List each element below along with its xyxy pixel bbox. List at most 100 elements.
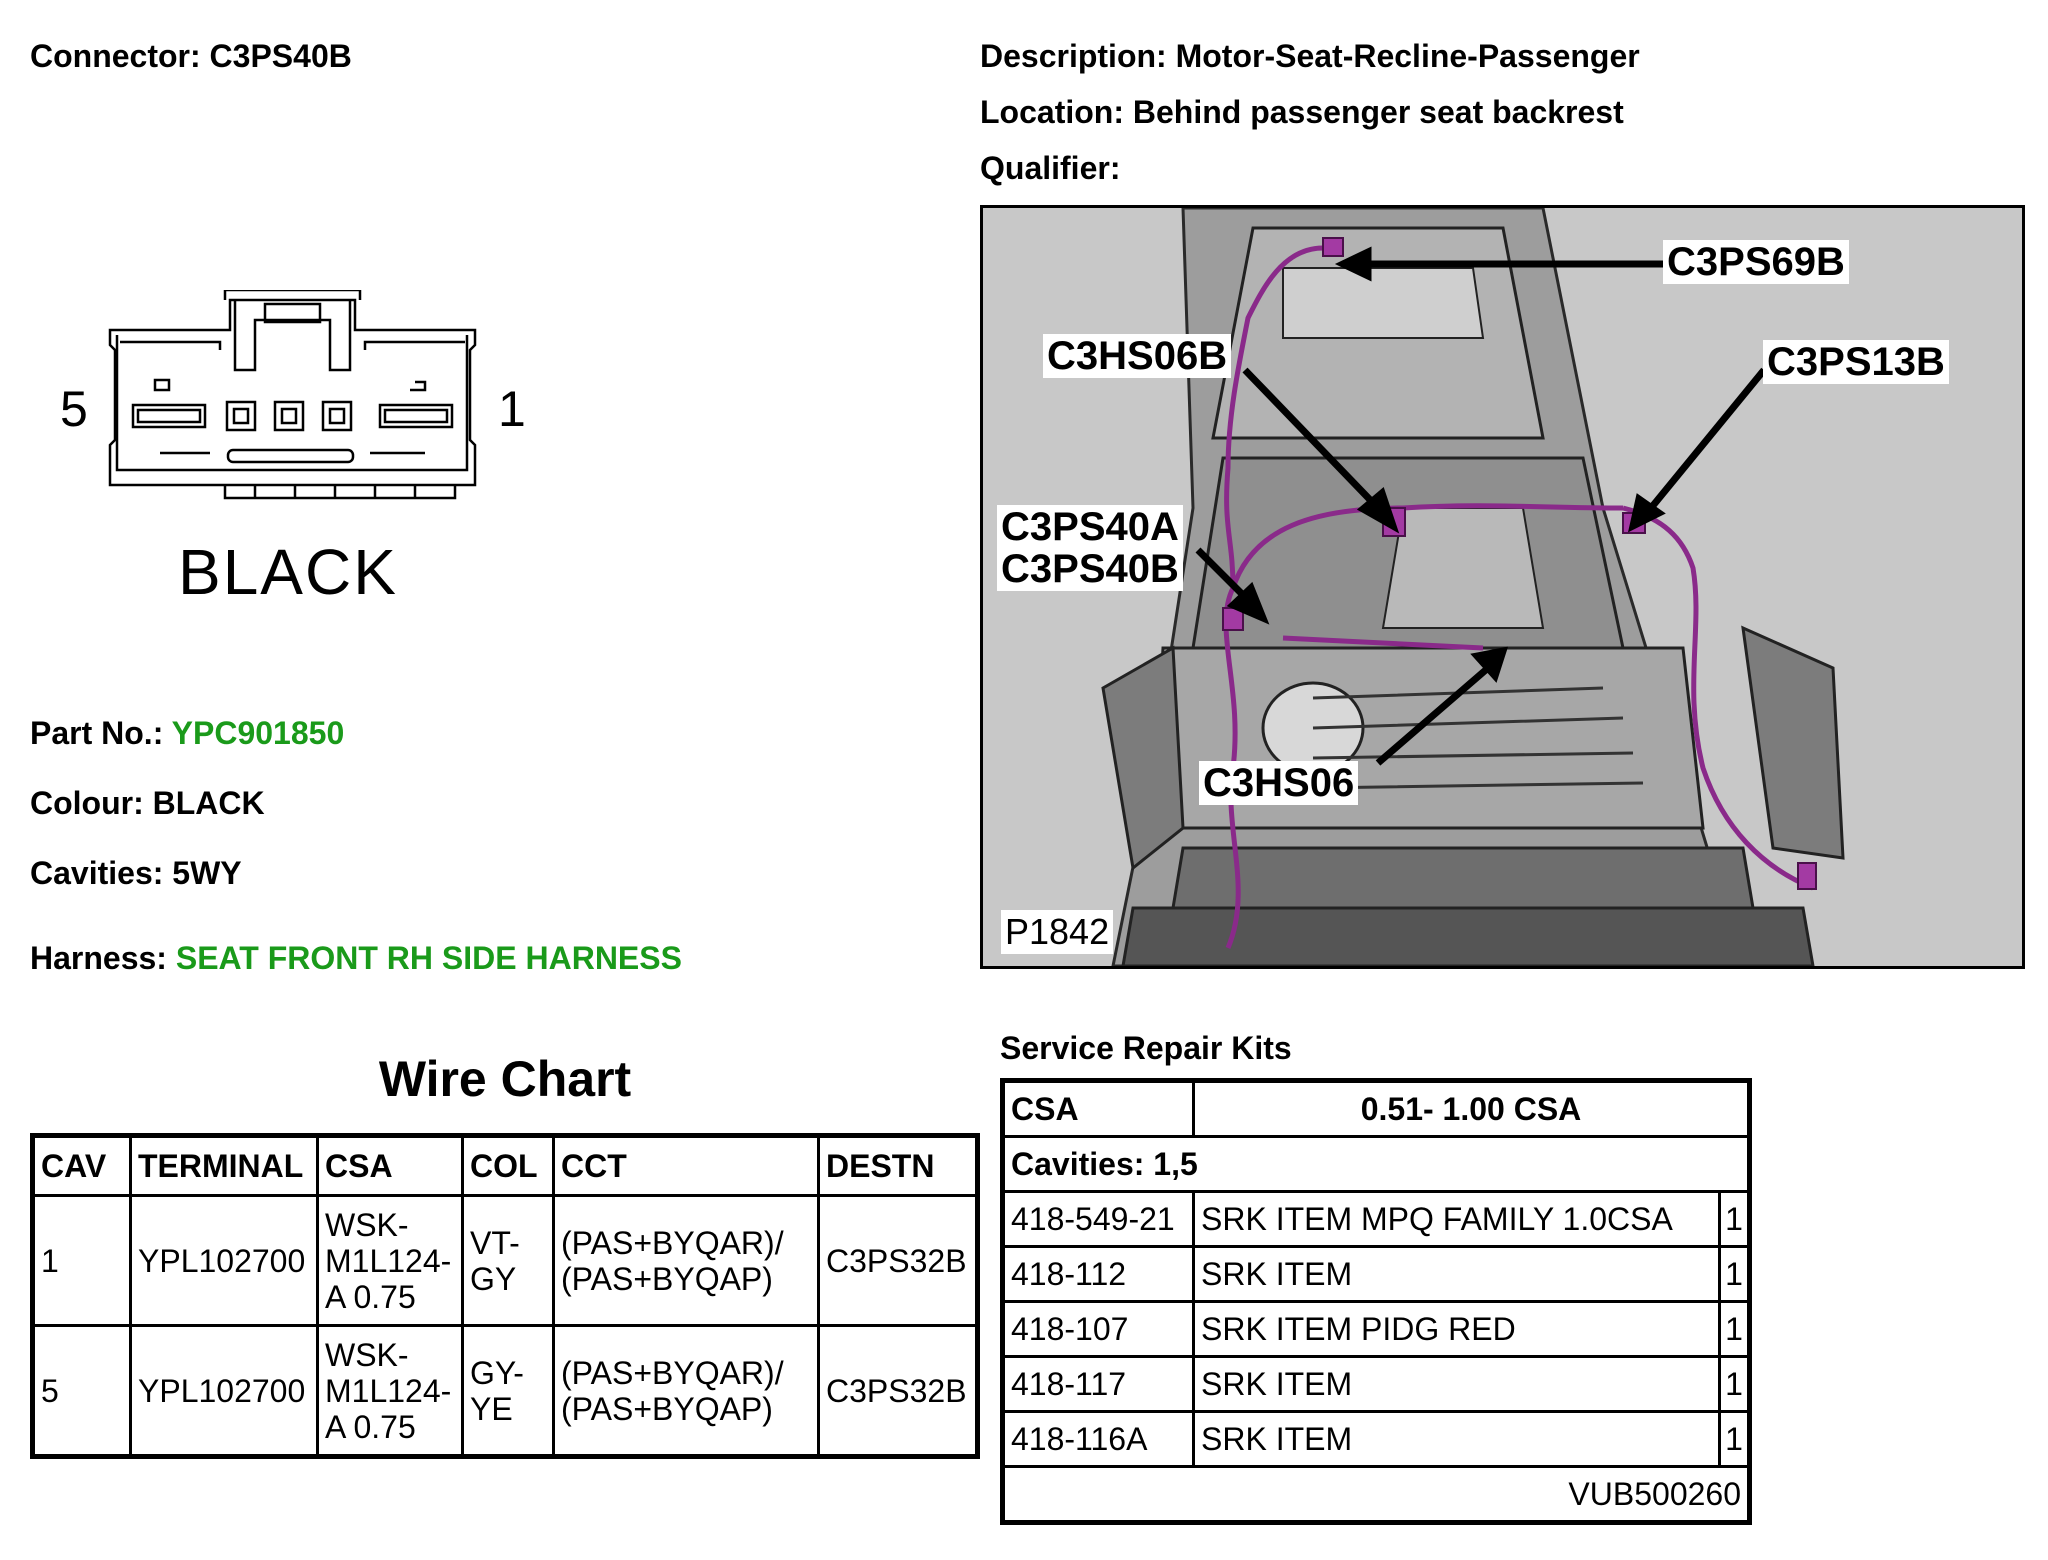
terminal-cell: YPL102700 (129, 1194, 319, 1327)
location-photo: C3PS69B C3HS06B C3PS13B C3PS40A C3PS40B … (980, 205, 2025, 969)
col-line: VT- (470, 1224, 520, 1261)
cavities-label: Cavities: (30, 855, 164, 891)
table-row: 418-107 SRK ITEM PIDG RED 1 (1001, 1300, 1751, 1358)
callout-c3ps40a: C3PS40A (997, 505, 1183, 549)
srk-header-row: CSA 0.51- 1.00 CSA (1001, 1079, 1751, 1138)
srk-footer-row: VUB500260 (1001, 1465, 1751, 1524)
col-line: GY- (470, 1354, 524, 1391)
cct-cell: (PAS+BYQAR)/ (PAS+BYQAP) (552, 1194, 820, 1327)
cct-cell: (PAS+BYQAR)/ (PAS+BYQAP) (552, 1324, 820, 1458)
wire-chart-table: CAV TERMINAL CSA COL CCT DESTN 1 YPL1027… (30, 1133, 980, 1459)
callout-c3hs06b: C3HS06B (1043, 334, 1232, 378)
srk-code: 418-112 (1001, 1245, 1195, 1303)
srk-code: 418-549-21 (1001, 1190, 1195, 1248)
wire-chart-header-row: CAV TERMINAL CSA COL CCT DESTN (31, 1134, 979, 1197)
csa-line: A 0.75 (325, 1408, 416, 1445)
srk-qty: 1 (1718, 1355, 1751, 1413)
csa-cell: WSK- M1L124- A 0.75 (316, 1324, 464, 1458)
csa-line: A 0.75 (325, 1278, 416, 1315)
col-cell: GY- YE (461, 1324, 555, 1458)
callout-c3ps40b: C3PS40B (997, 547, 1183, 591)
csa-line: WSK- (325, 1206, 409, 1243)
col-line: YE (470, 1390, 513, 1427)
table-row: 418-116A SRK ITEM 1 (1001, 1410, 1751, 1468)
harness-line: Harness: SEAT FRONT RH SIDE HARNESS (30, 940, 682, 977)
harness-link[interactable]: SEAT FRONT RH SIDE HARNESS (175, 940, 682, 976)
header-cav: CAV (31, 1134, 132, 1197)
wire-chart-title: Wire Chart (378, 1051, 632, 1107)
csa-line: M1L124- (325, 1242, 452, 1279)
srk-desc: SRK ITEM (1192, 1245, 1721, 1303)
csa-line: WSK- (325, 1336, 409, 1373)
part-no-link[interactable]: YPC901850 (171, 715, 345, 751)
colour-label: Colour: (30, 785, 144, 821)
table-row: 418-549-21 SRK ITEM MPQ FAMILY 1.0CSA 1 (1001, 1190, 1751, 1248)
callout-c3ps13b: C3PS13B (1763, 340, 1949, 384)
header-terminal: TERMINAL (129, 1134, 319, 1197)
pin-5-label: 5 (60, 381, 88, 437)
photo-reference: P1842 (1001, 910, 1114, 954)
description-label: Description: (980, 38, 1167, 74)
terminal-cell: YPL102700 (129, 1324, 319, 1458)
header-destn: DESTN (817, 1134, 979, 1197)
col-line: GY (470, 1260, 517, 1297)
srk-footer: VUB500260 (1001, 1465, 1751, 1524)
connector-color-label: BLACK (178, 536, 398, 608)
header-cct: CCT (552, 1134, 820, 1197)
colour-line: Colour: BLACK (30, 785, 265, 822)
table-row: 1 YPL102700 WSK- M1L124- A 0.75 VT- GY (… (31, 1194, 979, 1327)
col-cell: VT- GY (461, 1194, 555, 1327)
cct-line: (PAS+BYQAP) (561, 1390, 773, 1427)
srk-desc: SRK ITEM (1192, 1410, 1721, 1468)
part-no-line: Part No.: YPC901850 (30, 715, 344, 752)
cav-cell: 5 (31, 1324, 132, 1458)
srk-code: 418-117 (1001, 1355, 1195, 1413)
connector-value: C3PS40B (209, 38, 352, 74)
description-value: Motor-Seat-Recline-Passenger (1175, 38, 1640, 74)
srk-title: Service Repair Kits (1000, 1030, 1292, 1066)
description-line: Description: Motor-Seat-Recline-Passenge… (980, 38, 1640, 75)
connector-face-drawing (108, 290, 477, 500)
srk-qty: 1 (1718, 1410, 1751, 1468)
qualifier-line: Qualifier: (980, 150, 1120, 187)
cct-line: (PAS+BYQAR)/ (561, 1354, 784, 1391)
destn-cell: C3PS32B (817, 1324, 979, 1458)
cavities-line: Cavities: 5WY (30, 855, 242, 892)
location-value: Behind passenger seat backrest (1132, 94, 1624, 130)
pin-1-label: 1 (498, 381, 526, 437)
cavities-value: 5WY (172, 855, 242, 891)
cav-cell: 1 (31, 1194, 132, 1327)
header-col: COL (461, 1134, 555, 1197)
harness-label: Harness: (30, 940, 167, 976)
qualifier-label: Qualifier: (980, 150, 1121, 186)
srk-code: 418-116A (1001, 1410, 1195, 1468)
srk-desc: SRK ITEM MPQ FAMILY 1.0CSA (1192, 1190, 1721, 1248)
cct-line: (PAS+BYQAR)/ (561, 1224, 784, 1261)
csa-cell: WSK- M1L124- A 0.75 (316, 1194, 464, 1327)
srk-table: CSA 0.51- 1.00 CSA Cavities: 1,5 418-549… (1000, 1078, 1752, 1525)
srk-desc: SRK ITEM PIDG RED (1192, 1300, 1721, 1358)
table-row: 418-117 SRK ITEM 1 (1001, 1355, 1751, 1413)
table-row: 5 YPL102700 WSK- M1L124- A 0.75 GY- YE (… (31, 1324, 979, 1458)
srk-qty: 1 (1718, 1245, 1751, 1303)
header-csa: CSA (316, 1134, 464, 1197)
connector-line: Connector: C3PS40B (30, 38, 352, 75)
csa-line: M1L124- (325, 1372, 452, 1409)
srk-header-range: 0.51- 1.00 CSA (1192, 1079, 1751, 1138)
callout-c3hs06: C3HS06 (1199, 761, 1359, 805)
destn-cell: C3PS32B (817, 1194, 979, 1327)
srk-cavities: Cavities: 1,5 (1001, 1135, 1751, 1193)
cct-line: (PAS+BYQAP) (561, 1260, 773, 1297)
srk-code: 418-107 (1001, 1300, 1195, 1358)
srk-qty: 1 (1718, 1300, 1751, 1358)
srk-qty: 1 (1718, 1190, 1751, 1248)
srk-header-csa: CSA (1001, 1079, 1195, 1138)
srk-desc: SRK ITEM (1192, 1355, 1721, 1413)
connector-label: Connector: (30, 38, 201, 74)
table-row: 418-112 SRK ITEM 1 (1001, 1245, 1751, 1303)
location-label: Location: (980, 94, 1124, 130)
srk-cavities-row: Cavities: 1,5 (1001, 1135, 1751, 1193)
callout-c3ps69b: C3PS69B (1663, 240, 1849, 284)
colour-value: BLACK (152, 785, 265, 821)
location-line: Location: Behind passenger seat backrest (980, 94, 1624, 131)
